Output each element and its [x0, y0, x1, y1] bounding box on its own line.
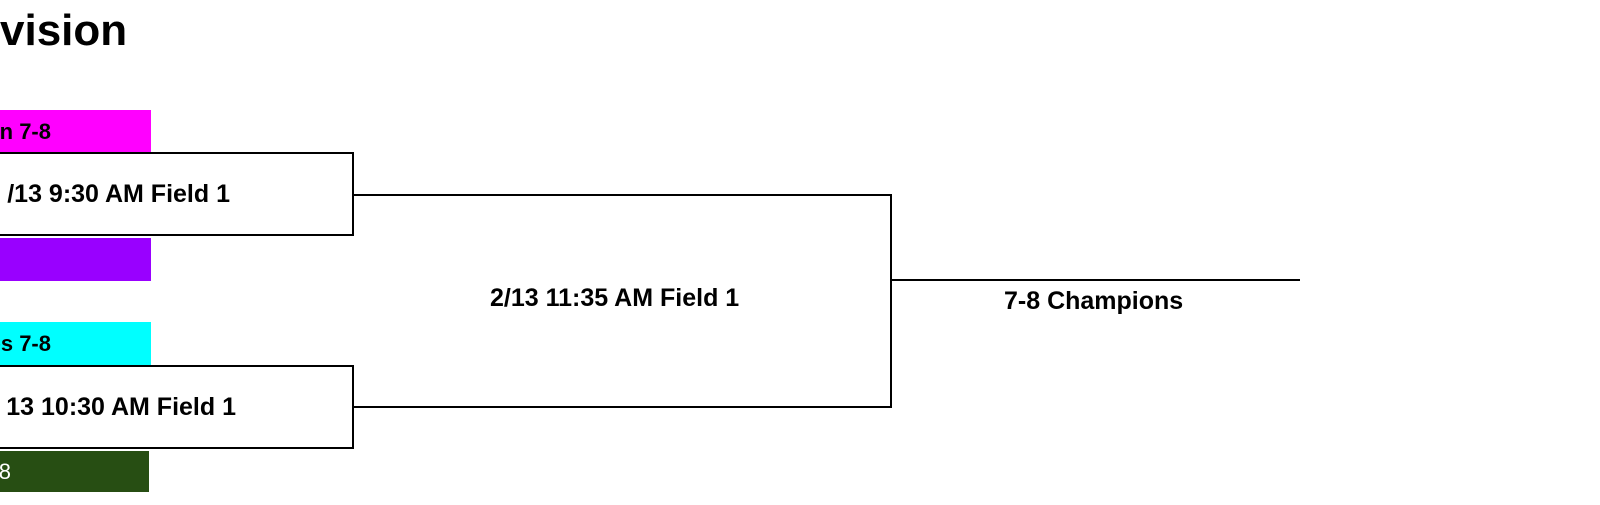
match-1-label: /13 9:30 AM Field 1	[7, 180, 230, 208]
team-slot-1-label: n 7-8	[0, 119, 51, 144]
match-2-box: 13 10:30 AM Field 1	[0, 365, 354, 449]
final-match-label: 2/13 11:35 AM Field 1	[490, 284, 740, 312]
match-2-label: 13 10:30 AM Field 1	[6, 393, 236, 421]
champion-label: 7-8 Champions	[1004, 287, 1184, 315]
team-slot-3: es 7-8	[0, 322, 151, 365]
match-1-connector	[354, 194, 892, 196]
team-slot-1: n 7-8	[0, 110, 151, 153]
team-slot-4: 8	[0, 451, 149, 492]
team-slot-4-label: 8	[0, 459, 11, 484]
page-title: vision	[0, 6, 128, 55]
champion-connector	[890, 279, 1300, 281]
match-1-box: /13 9:30 AM Field 1	[0, 152, 354, 236]
match-2-connector	[354, 406, 892, 408]
final-vertical-connector	[890, 194, 892, 408]
team-slot-3-label: es 7-8	[0, 331, 51, 356]
team-slot-2	[0, 238, 151, 281]
